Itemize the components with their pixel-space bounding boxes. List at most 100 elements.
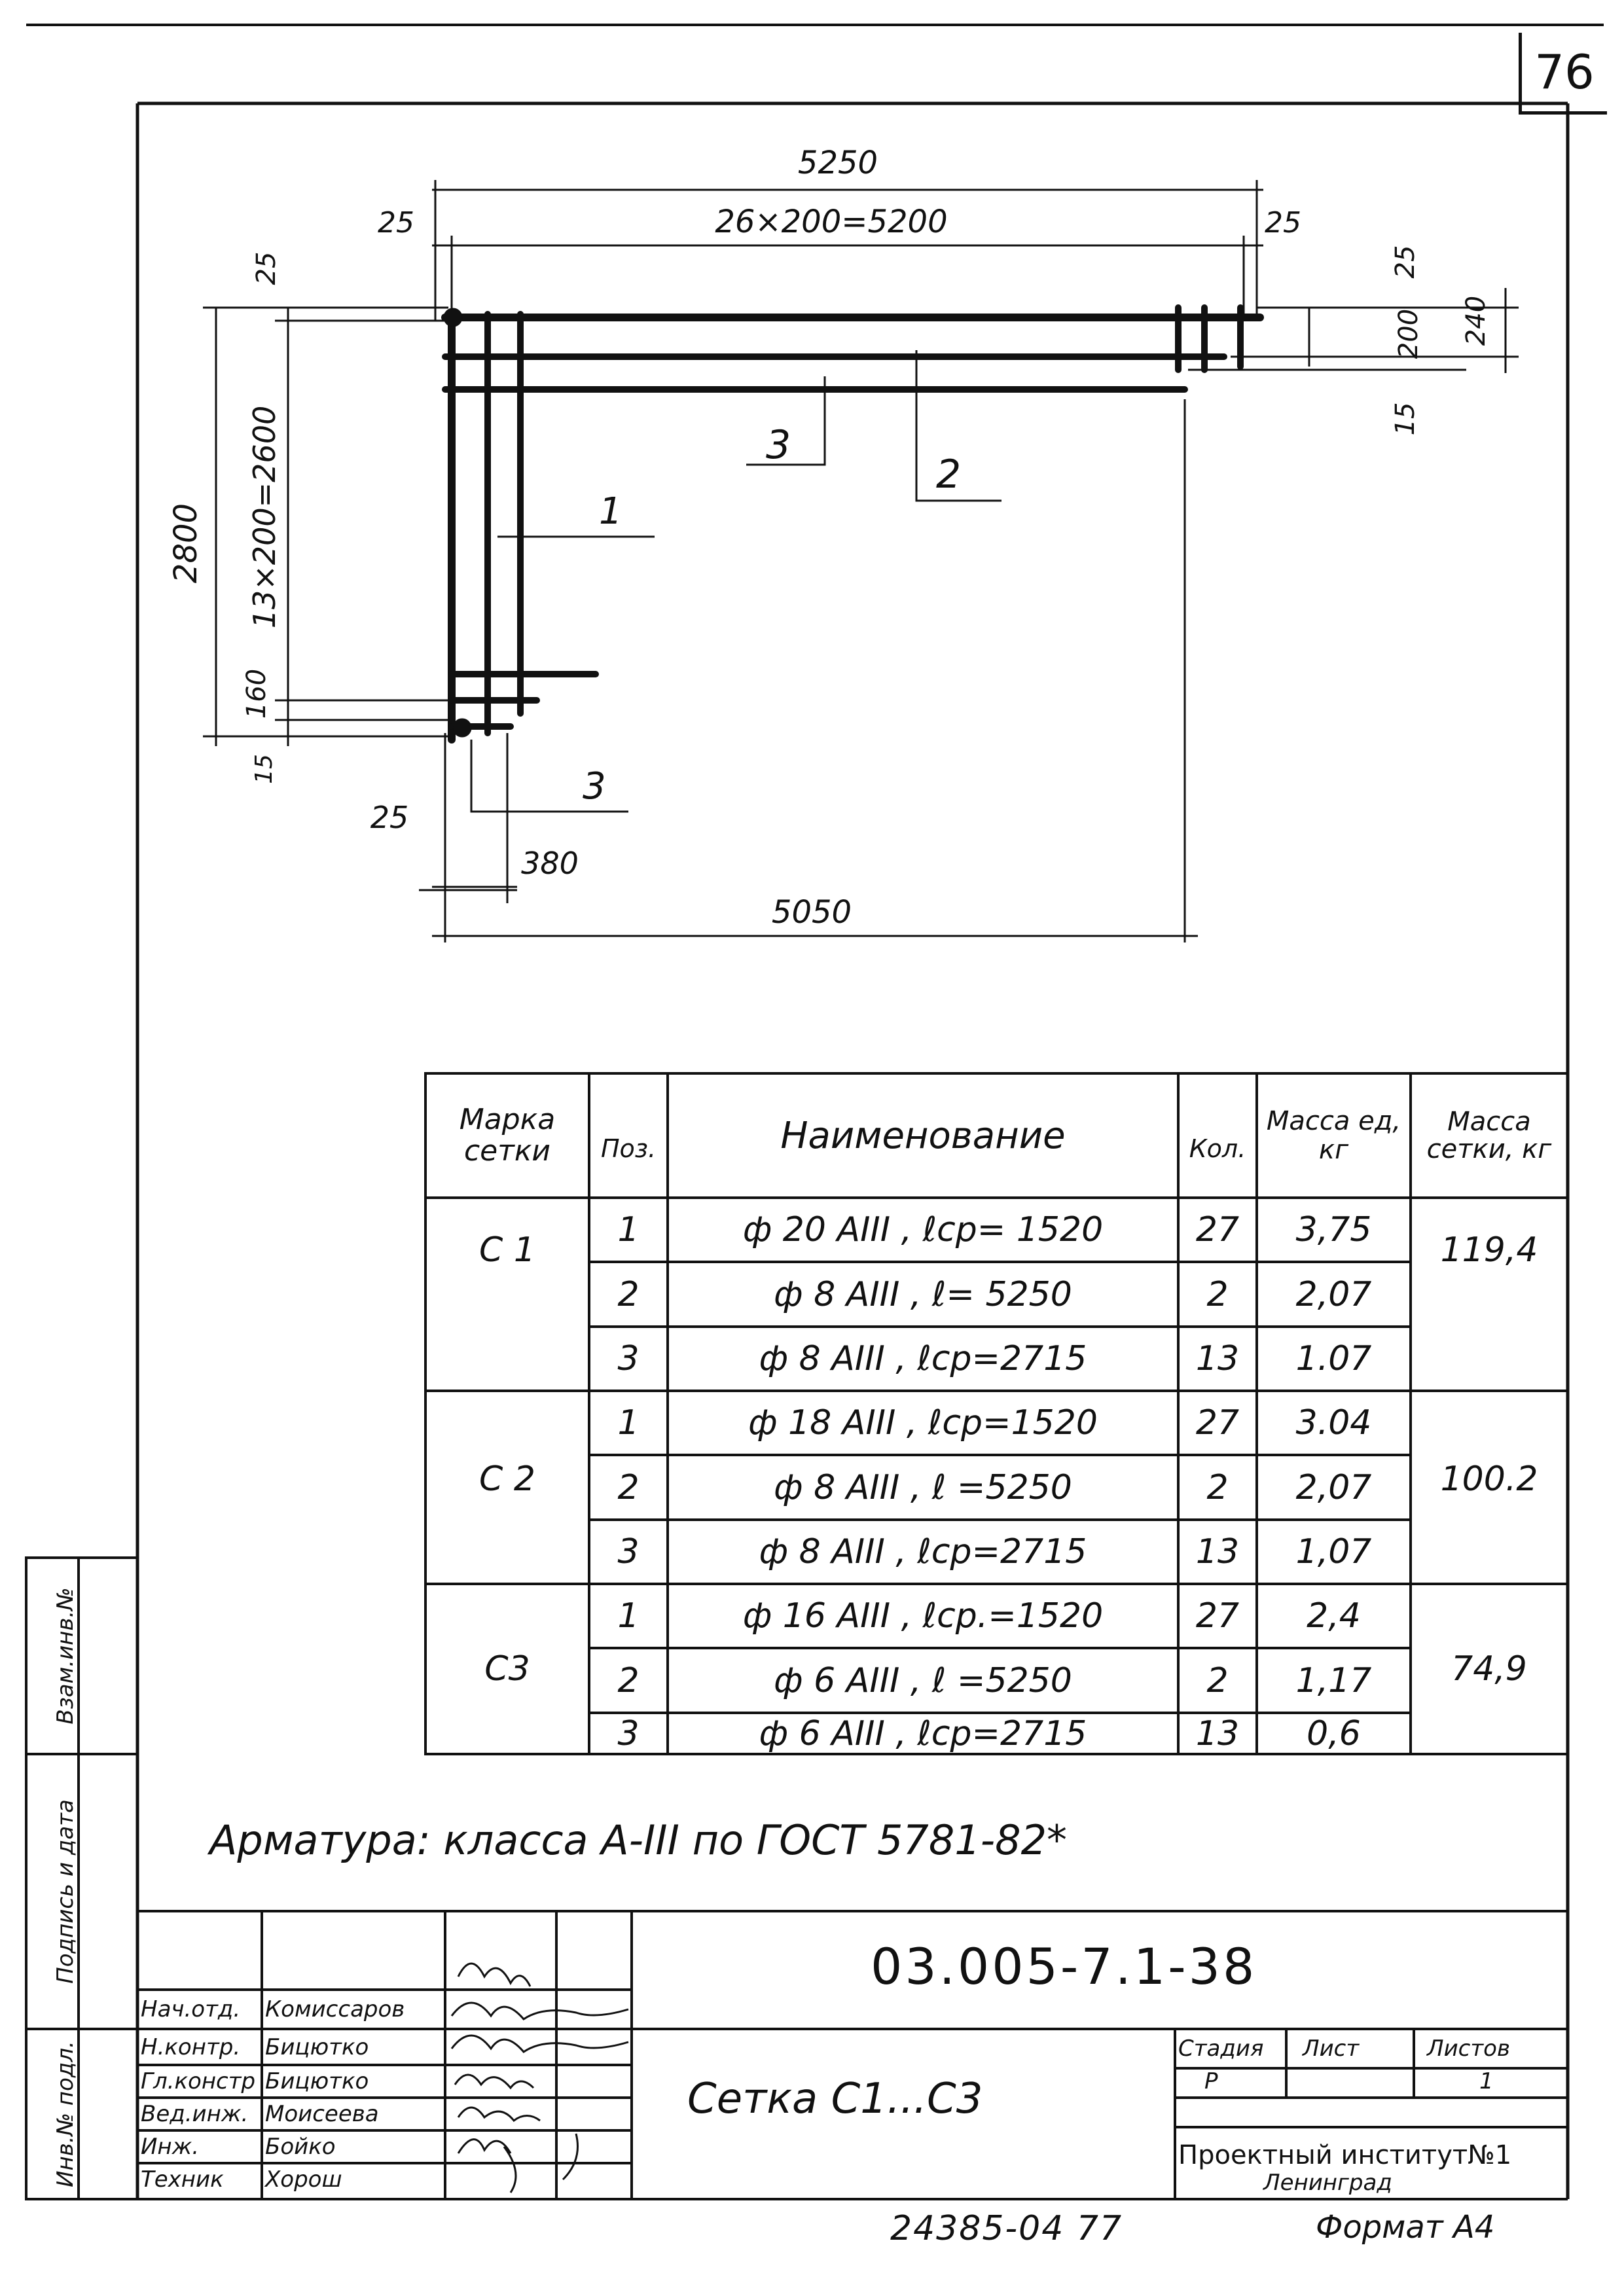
name-c2-3: ф 8 АIII , ℓср=2715 bbox=[759, 1532, 1087, 1571]
dim-top-right-offset: 25 bbox=[1265, 206, 1301, 240]
staff-name-6: Хорош bbox=[265, 2166, 342, 2193]
mass-c2-2: 2,07 bbox=[1295, 1467, 1372, 1507]
mass-c1-3: 1.07 bbox=[1295, 1339, 1372, 1378]
spec-table-grid bbox=[424, 1072, 1569, 1755]
dim-left-span: 13×200=2600 bbox=[247, 406, 282, 629]
callout-pos-1: 1 bbox=[599, 490, 623, 533]
org-line-2: Ленинград bbox=[1263, 2170, 1392, 2196]
header-mass-mesh: Масса сетки, кг bbox=[1426, 1107, 1552, 1164]
sheet-label: Лист bbox=[1303, 2036, 1360, 2062]
bottom-code: 24385-04 77 bbox=[890, 2209, 1123, 2248]
org-line-1: Проектный институт№1 bbox=[1178, 2140, 1512, 2170]
dim-bottom-25: 25 bbox=[370, 800, 409, 835]
dim-left-160: 160 bbox=[242, 669, 272, 719]
mass-c2-3: 1,07 bbox=[1295, 1532, 1372, 1571]
dim-top-span: 26×200=5200 bbox=[715, 204, 947, 240]
qty-c2-3: 13 bbox=[1195, 1532, 1240, 1571]
stage-value: Р bbox=[1204, 2068, 1218, 2094]
qty-c3-3: 13 bbox=[1195, 1713, 1240, 1753]
dim-bottom-total: 5050 bbox=[772, 894, 852, 931]
name-c2-1: ф 18 АIII , ℓср=1520 bbox=[748, 1403, 1098, 1443]
mesh-bars bbox=[441, 304, 1264, 744]
name-c3-1: ф 16 АIII , ℓср.=1520 bbox=[742, 1596, 1104, 1636]
doc-code: 03.005-7.1-38 bbox=[871, 1937, 1257, 1996]
header-name: Наименование bbox=[780, 1114, 1066, 1157]
header-qty: Кол. bbox=[1189, 1134, 1246, 1163]
signatures bbox=[450, 1962, 629, 2193]
staff-role-1: Нач.отд. bbox=[141, 1996, 241, 2022]
staff-name-3: Бицютко bbox=[265, 2068, 369, 2094]
dim-left-25: 25 bbox=[251, 252, 281, 285]
pos-c3-2: 2 bbox=[617, 1660, 640, 1700]
mass-c1-1: 3,75 bbox=[1295, 1210, 1372, 1249]
dim-bottom-380: 380 bbox=[521, 846, 579, 881]
staff-role-5: Инж. bbox=[141, 2134, 200, 2160]
pos-c1-3: 3 bbox=[617, 1339, 640, 1378]
staff-role-3: Гл.констр bbox=[141, 2068, 256, 2094]
dimension-lines bbox=[203, 180, 1519, 942]
dim-left-total: 2800 bbox=[168, 503, 204, 583]
pos-c2-1: 1 bbox=[617, 1403, 640, 1443]
mass-mesh-c2: 100.2 bbox=[1440, 1460, 1538, 1499]
staff-name-1: Комиссаров bbox=[265, 1996, 405, 2022]
dim-top-left-offset: 25 bbox=[378, 206, 414, 240]
callout-pos-2: 2 bbox=[936, 452, 961, 497]
mark-c2: С 2 bbox=[479, 1460, 535, 1499]
header-mass-unit: Масса ед, кг bbox=[1266, 1106, 1401, 1165]
sheets-label: Листов bbox=[1427, 2036, 1511, 2062]
mark-c3: С3 bbox=[484, 1649, 530, 1689]
side-stamp-inv: Инв.№ подл. bbox=[52, 2041, 79, 2187]
header-pos: Поз. bbox=[600, 1134, 657, 1163]
staff-name-2: Бицютко bbox=[265, 2034, 369, 2060]
mass-c3-3: 0,6 bbox=[1307, 1713, 1361, 1753]
sheets-value: 1 bbox=[1479, 2068, 1494, 2094]
name-c3-2: ф 6 АIII , ℓ =5250 bbox=[774, 1660, 1072, 1700]
mass-mesh-c3: 74,9 bbox=[1451, 1649, 1527, 1689]
pos-c3-3: 3 bbox=[617, 1713, 640, 1753]
name-c1-3: ф 8 АIII , ℓср=2715 bbox=[759, 1339, 1087, 1378]
side-stamp-vzam: Взам.инв.№ bbox=[52, 1587, 79, 1725]
name-c2-2: ф 8 АIII , ℓ =5250 bbox=[774, 1467, 1072, 1507]
pos-c3-1: 1 bbox=[617, 1596, 640, 1636]
format-label: Формат А4 bbox=[1316, 2209, 1495, 2246]
dim-right-25: 25 bbox=[1390, 245, 1420, 279]
staff-role-6: Техник bbox=[141, 2166, 224, 2193]
qty-c2-1: 27 bbox=[1195, 1403, 1240, 1443]
stage-label: Стадия bbox=[1178, 2036, 1264, 2062]
dim-left-15: 15 bbox=[251, 754, 278, 784]
staff-name-5: Бойко bbox=[265, 2134, 336, 2160]
pos-c1-2: 2 bbox=[617, 1274, 640, 1314]
staff-name-4: Моисеева bbox=[265, 2101, 379, 2127]
staff-role-2: Н.контр. bbox=[141, 2034, 241, 2060]
name-c3-3: ф 6 АIII , ℓср=2715 bbox=[759, 1713, 1087, 1753]
dim-right-15: 15 bbox=[1390, 403, 1420, 436]
mark-c1: С 1 bbox=[479, 1230, 535, 1270]
pos-c2-3: 3 bbox=[617, 1532, 640, 1571]
dim-right-240: 240 bbox=[1461, 296, 1491, 346]
pos-c1-1: 1 bbox=[617, 1210, 640, 1249]
mass-c2-1: 3.04 bbox=[1295, 1403, 1372, 1443]
title-block-grid bbox=[25, 1556, 1568, 2200]
qty-c3-1: 27 bbox=[1195, 1596, 1240, 1636]
qty-c1-3: 13 bbox=[1195, 1339, 1240, 1378]
qty-c2-2: 2 bbox=[1206, 1467, 1229, 1507]
qty-c1-1: 27 bbox=[1195, 1210, 1240, 1249]
name-c1-1: ф 20 АIII , ℓср= 1520 bbox=[742, 1210, 1104, 1249]
qty-c3-2: 2 bbox=[1206, 1660, 1229, 1700]
page-number-box: 76 bbox=[1519, 33, 1607, 115]
dim-top-total: 5250 bbox=[798, 145, 878, 181]
rebar-note: Арматура: класса А-III по ГОСТ 5781-82* bbox=[209, 1816, 1068, 1864]
mass-mesh-c1: 119,4 bbox=[1440, 1230, 1538, 1270]
name-c1-2: ф 8 АIII , ℓ= 5250 bbox=[774, 1274, 1072, 1314]
mass-c3-1: 2,4 bbox=[1307, 1596, 1361, 1636]
drawing-title: Сетка С1...С3 bbox=[687, 2075, 983, 2123]
callout-pos-3-top: 3 bbox=[766, 422, 791, 468]
callout-pos-3-bottom: 3 bbox=[583, 765, 606, 808]
mass-c1-2: 2,07 bbox=[1295, 1274, 1372, 1314]
page-number: 76 bbox=[1534, 45, 1595, 99]
header-mark: Марка сетки bbox=[459, 1102, 556, 1168]
qty-c1-2: 2 bbox=[1206, 1274, 1229, 1314]
pos-c2-2: 2 bbox=[617, 1467, 640, 1507]
dim-right-200: 200 bbox=[1394, 309, 1424, 359]
